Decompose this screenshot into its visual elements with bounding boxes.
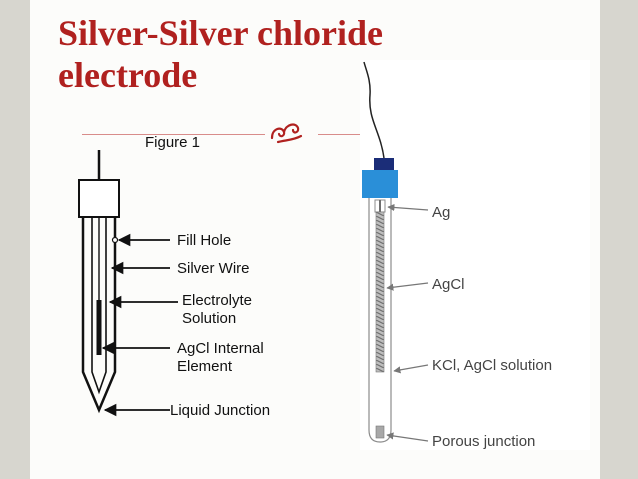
figure1-agcl-element bbox=[96, 300, 102, 355]
label-silver-wire: Silver Wire bbox=[177, 260, 250, 277]
figure1-cap bbox=[78, 179, 120, 218]
figure1-diagram: Figure 1 Fill Hole Silver Wire Electroly… bbox=[78, 134, 270, 419]
figure1-fill-hole bbox=[111, 236, 119, 244]
figure1-outer-tube bbox=[81, 217, 117, 414]
figure2-agcl-coil bbox=[375, 211, 385, 373]
label-kcl: KCl, AgCl solution bbox=[432, 357, 552, 374]
title-rule-right bbox=[318, 134, 360, 135]
label-electrolyte-2: Solution bbox=[182, 310, 236, 327]
figure1-inner-tube bbox=[91, 217, 107, 395]
slide-edge-left bbox=[0, 0, 30, 479]
figure1-caption: Figure 1 bbox=[145, 134, 200, 151]
slide-edge-right bbox=[600, 0, 638, 479]
label-ag: Ag bbox=[432, 204, 450, 221]
curl-ornament-icon bbox=[270, 123, 303, 144]
label-agcl-1: AgCl Internal bbox=[177, 340, 264, 357]
figure2-porous-junction bbox=[375, 425, 385, 439]
figure2-cap bbox=[362, 170, 398, 198]
slide-title: Silver-Silver chloride electrode bbox=[58, 12, 383, 96]
figure2-cable bbox=[363, 61, 385, 159]
leader-agcl bbox=[386, 282, 429, 291]
label-liquid-junction: Liquid Junction bbox=[170, 402, 270, 419]
title-rule bbox=[82, 134, 265, 135]
figure2-cap-top bbox=[374, 158, 394, 170]
label-agcl-2: Element bbox=[177, 358, 233, 375]
label-fill-hole: Fill Hole bbox=[177, 232, 231, 249]
figure2-diagram: Ag AgCl KCl, AgCl solution Porous juncti… bbox=[360, 60, 590, 450]
label-porous: Porous junction bbox=[432, 433, 535, 450]
label-agcl: AgCl bbox=[432, 276, 465, 293]
title-line-2: electrode bbox=[58, 55, 198, 95]
figure2-background bbox=[360, 60, 590, 450]
title-line-1: Silver-Silver chloride bbox=[58, 13, 383, 53]
leader-kcl bbox=[393, 364, 429, 374]
leader-ag bbox=[387, 203, 429, 212]
label-electrolyte-1: Electrolyte bbox=[182, 292, 252, 309]
leader-porous bbox=[386, 432, 429, 442]
